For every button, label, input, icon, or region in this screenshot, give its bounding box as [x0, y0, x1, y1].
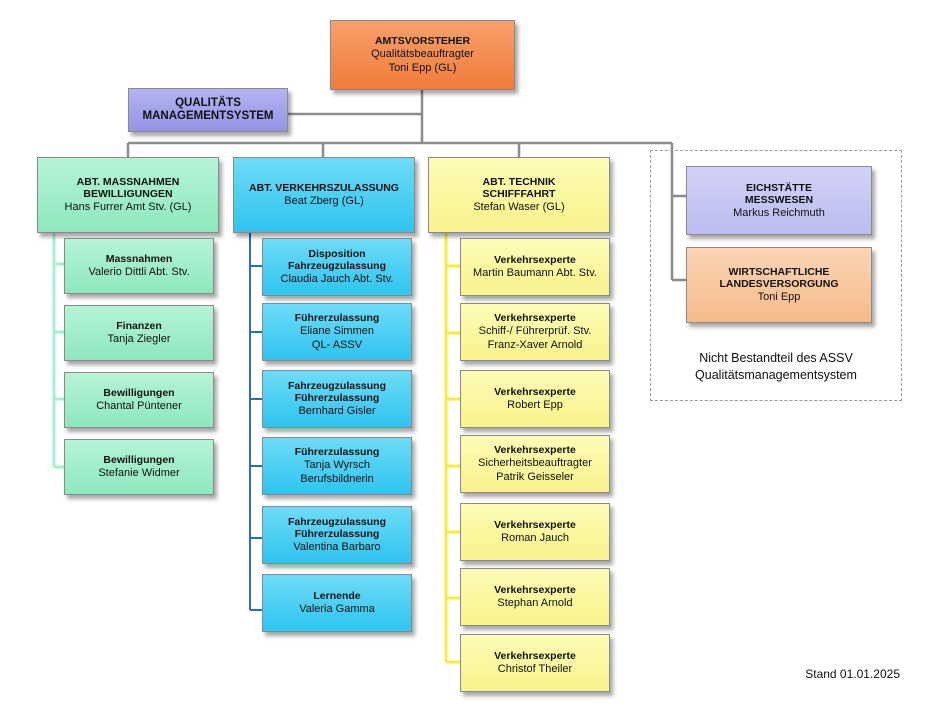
- amtsvorsteher-box: AMTSVORSTEHER Qualitätsbeauftragter Toni…: [330, 20, 515, 90]
- unit-box: Fahrzeugzulassung Führerzulassung Bernha…: [262, 370, 412, 428]
- unit-title: Führerzulassung: [294, 312, 380, 324]
- eichstaette-box: EICHSTÄTTE MESSWESEN Markus Reichmuth: [686, 166, 872, 235]
- dept-title: ABT. VERKEHRSZULASSUNG: [249, 182, 399, 194]
- unit-box: Fahrzeugzulassung Führerzulassung Valent…: [262, 506, 412, 564]
- unit-box: Lernende Valeria Gamma: [262, 574, 412, 632]
- qm-box: QUALITÄTS MANAGEMENTSYSTEM: [128, 88, 288, 132]
- unit-title: Bewilligungen: [103, 387, 175, 399]
- landesversorgung-box: WIRTSCHAFTLICHE LANDESVERSORGUNG Toni Ep…: [686, 247, 872, 323]
- qm-title: QUALITÄTS MANAGEMENTSYSTEM: [142, 97, 274, 122]
- unit-people: Schiff-/ Führerprüf. Stv. Franz-Xaver Ar…: [478, 325, 592, 351]
- stand-date: Stand 01.01.2025: [805, 667, 900, 681]
- dept-verkehrszulassung-box: ABT. VERKEHRSZULASSUNG Beat Zberg (GL): [233, 157, 415, 233]
- dept-title: ABT. MASSNAHMEN BEWILLIGUNGEN: [76, 176, 180, 200]
- unit-title: Fahrzeugzulassung Führerzulassung: [287, 380, 386, 404]
- unit-box: Führerzulassung Tanja Wyrsch Berufsbildn…: [262, 437, 412, 495]
- dept-head: Hans Furrer Amt Stv. (GL): [64, 201, 192, 213]
- unit-title: Verkehrsexperte: [494, 650, 576, 662]
- unit-title: Verkehrsexperte: [494, 312, 576, 324]
- unit-box: Bewilligungen Stefanie Widmer: [64, 439, 214, 495]
- unit-box: Verkehrsexperte Christof Theiler: [460, 634, 610, 692]
- external-title: EICHSTÄTTE MESSWESEN: [744, 181, 814, 206]
- unit-people: Tanja Wyrsch Berufsbildnerin: [300, 459, 374, 485]
- unit-people: Valeria Gamma: [299, 603, 375, 615]
- unit-people: Tanja Ziegler: [107, 333, 171, 345]
- unit-box: Führerzulassung Eliane Simmen QL- ASSV: [262, 303, 412, 361]
- unit-people: Valentina Barbaro: [293, 541, 381, 553]
- unit-box: Verkehrsexperte Roman Jauch: [460, 503, 610, 561]
- unit-box: Massnahmen Valerio Dittli Abt. Stv.: [64, 238, 214, 294]
- external-note: Nicht Bestandteil des ASSV Qualitätsmana…: [695, 351, 857, 382]
- unit-box: Bewilligungen Chantal Püntener: [64, 372, 214, 428]
- dept-massnahmen-box: ABT. MASSNAHMEN BEWILLIGUNGEN Hans Furre…: [37, 157, 219, 233]
- unit-title: Massnahmen: [105, 253, 173, 265]
- dept-head: Stefan Waser (GL): [473, 201, 565, 213]
- unit-people: Christof Theiler: [497, 663, 573, 675]
- unit-box: Verkehrsexperte Stephan Arnold: [460, 568, 610, 626]
- amtsvorsteher-name: Toni Epp (GL): [388, 62, 457, 74]
- unit-title: Verkehrsexperte: [494, 519, 576, 531]
- unit-title: Bewilligungen: [103, 454, 175, 466]
- unit-title: Verkehrsexperte: [494, 444, 576, 456]
- unit-box: Verkehrsexperte Martin Baumann Abt. Stv.: [460, 238, 610, 296]
- external-title: WIRTSCHAFTLICHE LANDESVERSORGUNG: [719, 266, 839, 290]
- unit-people: Eliane Simmen QL- ASSV: [300, 325, 374, 351]
- unit-people: Robert Epp: [507, 399, 563, 411]
- external-head: Toni Epp: [757, 291, 801, 303]
- unit-title: Fahrzeugzulassung Führerzulassung: [287, 516, 386, 540]
- dept-head: Beat Zberg (GL): [284, 195, 364, 207]
- amtsvorsteher-title: AMTSVORSTEHER: [374, 35, 471, 47]
- unit-title: Lernende: [313, 590, 361, 602]
- unit-people: Stephan Arnold: [497, 597, 573, 609]
- unit-box: Disposition Fahrzeugzulassung Claudia Ja…: [262, 238, 412, 296]
- unit-people: Bernhard Gisler: [298, 405, 376, 417]
- amtsvorsteher-role: Qualitätsbeauftragter: [371, 48, 474, 60]
- unit-people: Roman Jauch: [501, 532, 569, 544]
- unit-people: Claudia Jauch Abt. Stv.: [280, 273, 394, 285]
- unit-box: Verkehrsexperte Schiff-/ Führerprüf. Stv…: [460, 303, 610, 361]
- unit-box: Verkehrsexperte Sicherheitsbeauftragter …: [460, 435, 610, 493]
- unit-title: Verkehrsexperte: [494, 386, 576, 398]
- unit-title: Verkehrsexperte: [494, 254, 576, 266]
- unit-people: Valerio Dittli Abt. Stv.: [88, 266, 190, 278]
- unit-people: Martin Baumann Abt. Stv.: [473, 267, 597, 279]
- unit-box: Verkehrsexperte Robert Epp: [460, 370, 610, 428]
- unit-title: Führerzulassung: [294, 446, 380, 458]
- unit-people: Stefanie Widmer: [98, 467, 180, 479]
- dept-title: ABT. TECHNIK SCHIFFFAHRT: [482, 176, 556, 200]
- dept-technik-box: ABT. TECHNIK SCHIFFFAHRT Stefan Waser (G…: [428, 157, 610, 233]
- external-head: Markus Reichmuth: [733, 206, 825, 219]
- unit-people: Chantal Püntener: [96, 400, 182, 412]
- unit-title: Verkehrsexperte: [494, 584, 576, 596]
- external-dashed-frame: [650, 150, 902, 401]
- unit-box: Finanzen Tanja Ziegler: [64, 305, 214, 361]
- unit-title: Disposition Fahrzeugzulassung: [287, 248, 386, 272]
- unit-people: Sicherheitsbeauftragter Patrik Geisseler: [478, 457, 592, 483]
- unit-title: Finanzen: [116, 320, 162, 332]
